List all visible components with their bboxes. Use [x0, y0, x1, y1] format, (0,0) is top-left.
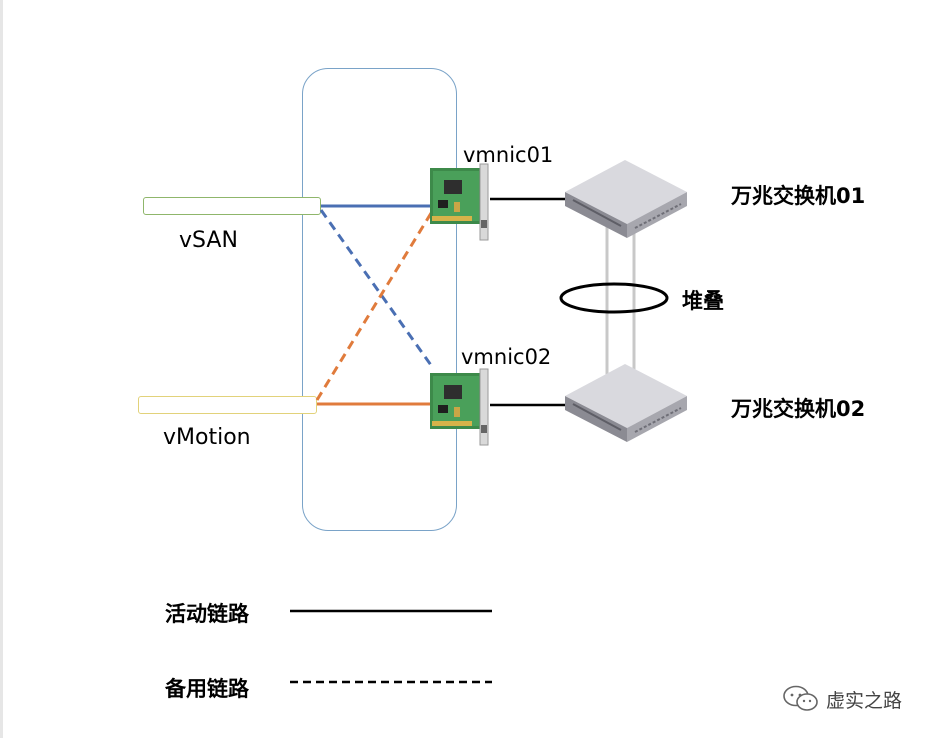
nic-card-icon: [430, 368, 489, 446]
wechat-icon: [783, 685, 818, 711]
vmnic01-label: vmnic01: [463, 143, 554, 167]
switch1-label: 万兆交换机01: [731, 184, 866, 208]
vsan-standby-link: [319, 209, 435, 369]
switch-icon: [565, 364, 687, 442]
vmotion-label: vMotion: [163, 425, 251, 450]
stack-ellipse: [559, 282, 669, 314]
nic-card-icon: [430, 163, 489, 241]
legend-standby-label: 备用链路: [165, 677, 249, 701]
vsan-label: vSAN: [179, 228, 238, 253]
vmotion-port-group: [138, 396, 317, 414]
watermark: 虚实之路: [782, 684, 902, 714]
switch-icon: [565, 160, 687, 238]
stack-label: 堆叠: [682, 289, 724, 313]
page-left-border: [0, 0, 3, 738]
switch2-label: 万兆交换机02: [731, 397, 866, 421]
vsan-port-group: [143, 197, 321, 215]
legend-active-label: 活动链路: [165, 602, 249, 626]
vmotion-standby-link: [315, 209, 435, 401]
vmnic02-label: vmnic02: [461, 345, 552, 369]
watermark-text: 虚实之路: [826, 689, 903, 712]
esxi-host-box: [302, 68, 457, 531]
